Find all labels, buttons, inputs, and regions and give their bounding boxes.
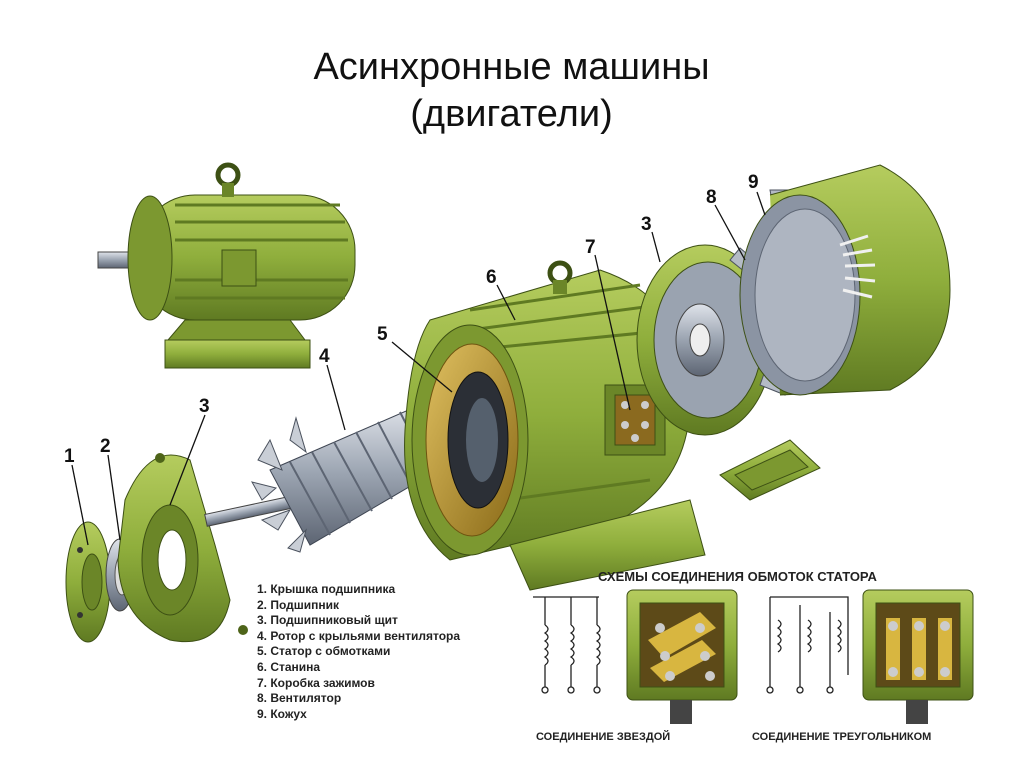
callout-5: 5 [377,324,388,345]
motor-frame [404,260,706,591]
delta-caption: СОЕДИНЕНИЕ ТРЕУГОЛЬНИКОМ [752,731,932,743]
terminal-box-lid [719,439,821,501]
fan-casing [739,164,951,396]
title-line-2: (двигатели) [410,93,613,135]
callout-3-right: 3 [641,214,652,235]
legend-item: 9. Кожух [257,706,307,721]
assembled-motor [97,162,356,369]
star-connection-schematic [533,596,601,694]
legend-item: 4. Ротор с крыльями вентилятора [257,628,461,643]
title-line-1: Асинхронные машины [313,46,710,88]
bearing-cover [65,521,111,643]
legend-item: 6. Станина [257,659,321,674]
bearing-shield-left [117,453,248,643]
schemes-title: СХЕМЫ СОЕДИНЕНИЯ ОБМОТОК СТАТОРА [598,569,877,584]
callout-9: 9 [748,172,759,193]
star-terminal-box [626,589,738,724]
legend-item: 1. Крышка подшипника [257,582,396,596]
slide-title: Асинхронные машины (двигатели) [0,44,1023,138]
callout-4: 4 [319,346,330,367]
delta-terminal-box [862,589,974,724]
callout-8: 8 [706,187,717,208]
callout-numbers: 1 2 3 3 4 5 6 7 8 9 [64,172,759,467]
legend-item: 2. Подшипник [257,597,340,612]
parts-legend: 1. Крышка подшипника 2. Подшипник 3. Под… [257,582,460,722]
legend-item: 5. Статор с обмотками [257,644,391,659]
callout-7: 7 [585,237,596,258]
callout-6: 6 [486,267,497,288]
callout-1: 1 [64,446,75,467]
bearing-shield-right [636,244,774,436]
legend-item: 7. Коробка зажимов [257,675,375,690]
callout-2: 2 [100,436,111,457]
delta-connection-schematic [766,596,849,694]
legend-item: 8. Вентилятор [257,691,342,706]
star-caption: СОЕДИНЕНИЕ ЗВЕЗДОЙ [536,731,671,743]
terminal-box [604,384,666,456]
legend-item: 3. Подшипниковый щит [257,613,398,628]
callout-3-left: 3 [199,396,210,417]
leader-lines [71,191,766,546]
